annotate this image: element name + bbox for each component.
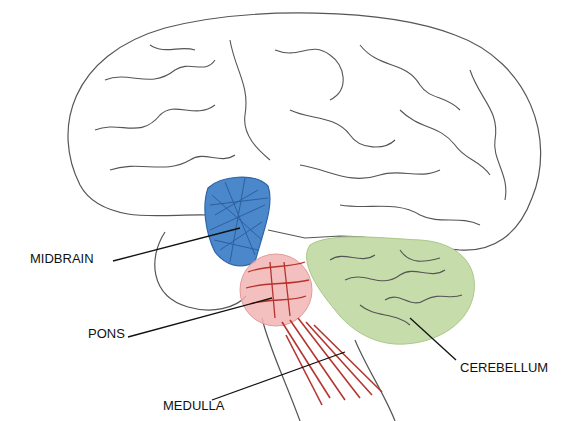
cerebellum-region [307,237,475,344]
pons-lines [246,262,309,318]
leader-lines [113,228,456,400]
midbrain-region [205,177,270,266]
part-label: MEDULLA [163,398,224,413]
medulla-lines [282,318,382,405]
pons-region [240,254,312,326]
part-label: CEREBELLUM [460,360,548,375]
midbrain-hatching [210,178,268,262]
cerebrum-outline [68,13,541,250]
brainstem-outline [355,340,395,421]
part-label: PONS [88,326,125,341]
gyri [95,40,506,225]
part-label: MIDBRAIN [30,251,94,266]
cerebellum-folia [330,250,462,325]
brainstem-outline [262,318,300,421]
